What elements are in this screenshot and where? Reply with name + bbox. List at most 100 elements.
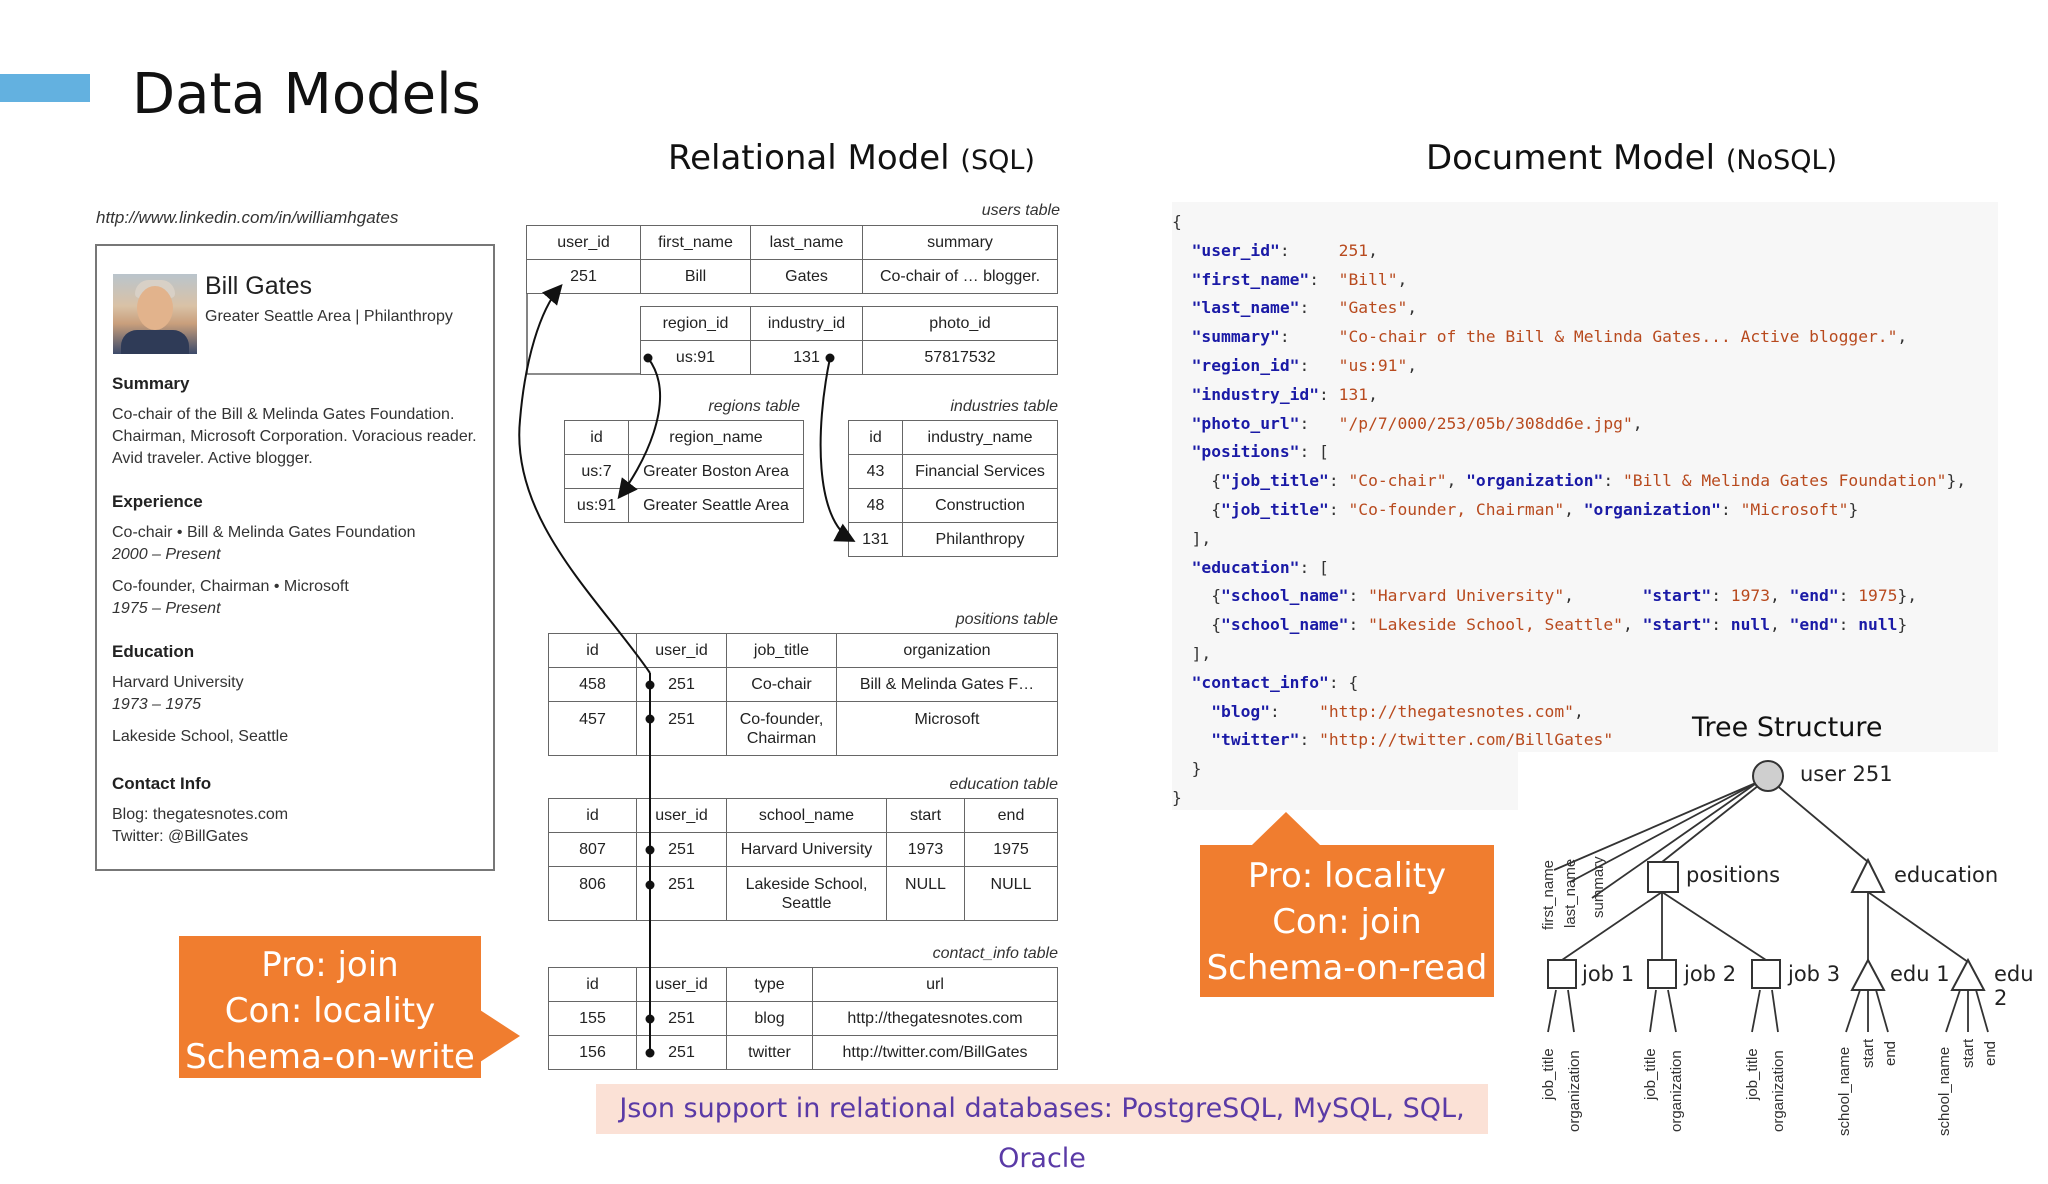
callout-pointer-up xyxy=(1252,812,1320,845)
user-id-arrow xyxy=(518,283,651,674)
tree-leaf-label: end xyxy=(1982,1040,1999,1066)
table-row: us:91 Greater Seattle Area xyxy=(564,488,804,523)
profile-location: Greater Seattle Area | Philanthropy xyxy=(205,308,453,325)
table-header-cell: id xyxy=(548,633,637,668)
table-header-cell: first_name xyxy=(640,225,751,260)
table-cell: NULL xyxy=(964,866,1058,921)
experience-dates: 2000 – Present xyxy=(112,546,221,563)
table-cell: 48 xyxy=(848,488,903,523)
table-cell: 131 xyxy=(750,340,863,375)
users-table-ext: region_id industry_id photo_id us:91 131… xyxy=(640,306,1058,375)
json-code-background-tail xyxy=(1172,752,1518,810)
tree-edu-node xyxy=(1950,957,1986,991)
tree-leaf-label: organization xyxy=(1668,1050,1685,1132)
tree-leaf-label: school_name xyxy=(1936,1046,1953,1136)
table-cell: Financial Services xyxy=(902,454,1058,489)
callout-pointer-left xyxy=(480,1010,520,1062)
tree-diagram xyxy=(1547,760,1989,1033)
tree-job-label: job 3 xyxy=(1788,962,1841,986)
tree-root-label: user 251 xyxy=(1800,762,1893,786)
experience-heading: Experience xyxy=(112,492,203,511)
region-arrow xyxy=(617,357,661,500)
table-header-cell: organization xyxy=(836,633,1058,668)
table-cell: Bill xyxy=(640,259,751,294)
table-row: 131 Philanthropy xyxy=(848,522,1058,557)
callout-line: Pro: locality xyxy=(1247,856,1447,896)
table-cell: Construction xyxy=(902,488,1058,523)
table-header-cell: region_name xyxy=(628,420,804,455)
profile-url: http://www.linkedin.com/in/williamhgates xyxy=(96,208,399,227)
table-header-cell: url xyxy=(812,967,1058,1002)
json-code-background xyxy=(1172,202,1998,752)
table-cell: 1973 xyxy=(886,832,965,867)
relational-model-heading: Relational Model (SQL) xyxy=(668,138,1035,178)
experience-dates: 1975 – Present xyxy=(112,600,221,617)
table-cell: Lakeside School, Seattle xyxy=(726,866,887,921)
fk-dot xyxy=(645,880,655,890)
document-heading-sub: (NoSQL) xyxy=(1725,145,1838,176)
positions-table-caption: positions table xyxy=(955,611,1058,628)
tree-education-label: education xyxy=(1894,863,1999,887)
table-header-cell: summary xyxy=(862,225,1058,260)
document-model-heading: Document Model (NoSQL) xyxy=(1426,138,1837,178)
table-cell: Bill & Melinda Gates F… xyxy=(836,667,1058,702)
tree-job-label: job 1 xyxy=(1582,962,1635,986)
users-table-caption: users table xyxy=(981,202,1060,219)
tree-job-label: job 2 xyxy=(1684,962,1737,986)
fk-dot xyxy=(645,680,655,690)
industries-table: id industry_name 43 Financial Services 4… xyxy=(848,420,1058,557)
education-heading: Education xyxy=(112,642,195,661)
tree-leaf-label: organization xyxy=(1566,1050,1583,1132)
table-row: us:7 Greater Boston Area xyxy=(564,454,804,489)
table-cell: twitter xyxy=(726,1035,813,1070)
tree-positions-label: positions xyxy=(1686,863,1781,887)
callout-line: Con: locality xyxy=(224,991,436,1031)
table-row: 155 251 blog http://thegatesnotes.com xyxy=(548,1001,1058,1036)
experience-item: Co-chair • Bill & Melinda Gates Foundati… xyxy=(112,524,416,541)
education-table: id user_id school_name start end 807 251… xyxy=(548,798,1058,921)
table-cell: 251 xyxy=(636,866,727,921)
table-cell: Greater Seattle Area xyxy=(628,488,804,523)
table-cell: 156 xyxy=(548,1035,637,1070)
table-header-cell: end xyxy=(964,798,1058,833)
fk-dot xyxy=(645,1048,655,1058)
contact-blog: Blog: thegatesnotes.com xyxy=(112,806,289,823)
fk-dot xyxy=(645,714,655,724)
foreign-key-arrows xyxy=(518,283,856,1058)
positions-table: id user_id job_title organization 458 25… xyxy=(548,633,1058,756)
tree-edu-label: edu 2 xyxy=(1994,962,2034,1010)
table-cell: 806 xyxy=(548,866,637,921)
table-header-cell: job_title xyxy=(726,633,837,668)
callout-line: Con: join xyxy=(1272,902,1422,942)
table-cell: us:91 xyxy=(640,340,751,375)
education-item: Harvard University xyxy=(112,674,244,691)
table-row: 458 251 Co-chair Bill & Melinda Gates F… xyxy=(548,667,1058,702)
tree-field-label: first_name xyxy=(1540,859,1557,930)
tree-job-node xyxy=(1547,959,1577,989)
table-cell: Co-chair of … blogger. xyxy=(862,259,1058,294)
tree-field-label: summary xyxy=(1590,856,1607,918)
table-row: 48 Construction xyxy=(848,488,1058,523)
table-row: 806 251 Lakeside School, Seattle NULL NU… xyxy=(548,866,1058,921)
tree-job-node xyxy=(1647,959,1677,989)
tree-job-node xyxy=(1751,959,1781,989)
education-item: Lakeside School, Seattle xyxy=(112,728,289,745)
callout-line: Schema-on-read xyxy=(1206,948,1488,988)
contact-info-table-caption: contact_info table xyxy=(932,945,1058,962)
tree-positions-node xyxy=(1647,861,1679,893)
profile-card: Bill Gates Greater Seattle Area | Philan… xyxy=(95,244,495,871)
table-row: 457 251 Co-founder, Chairman Microsoft xyxy=(548,701,1058,756)
avatar xyxy=(113,274,197,354)
contact-twitter: Twitter: @BillGates xyxy=(112,828,249,845)
tree-leaf-label: school_name xyxy=(1836,1046,1853,1136)
relational-callout: Pro: join Con: locality Schema-on-write xyxy=(179,936,481,1078)
table-header-cell: industry_id xyxy=(750,306,863,341)
json-document: { "user_id": 251, "first_name": "Bill", … xyxy=(1172,212,1967,807)
table-cell: Philanthropy xyxy=(902,522,1058,557)
page-title: Data Models xyxy=(132,62,481,127)
callout-pointers xyxy=(480,812,1320,1062)
tree-education-node xyxy=(1850,857,1886,893)
tree-edu-node xyxy=(1850,957,1886,991)
education-dates: 1973 – 1975 xyxy=(112,696,201,713)
table-header-cell: industry_name xyxy=(902,420,1058,455)
